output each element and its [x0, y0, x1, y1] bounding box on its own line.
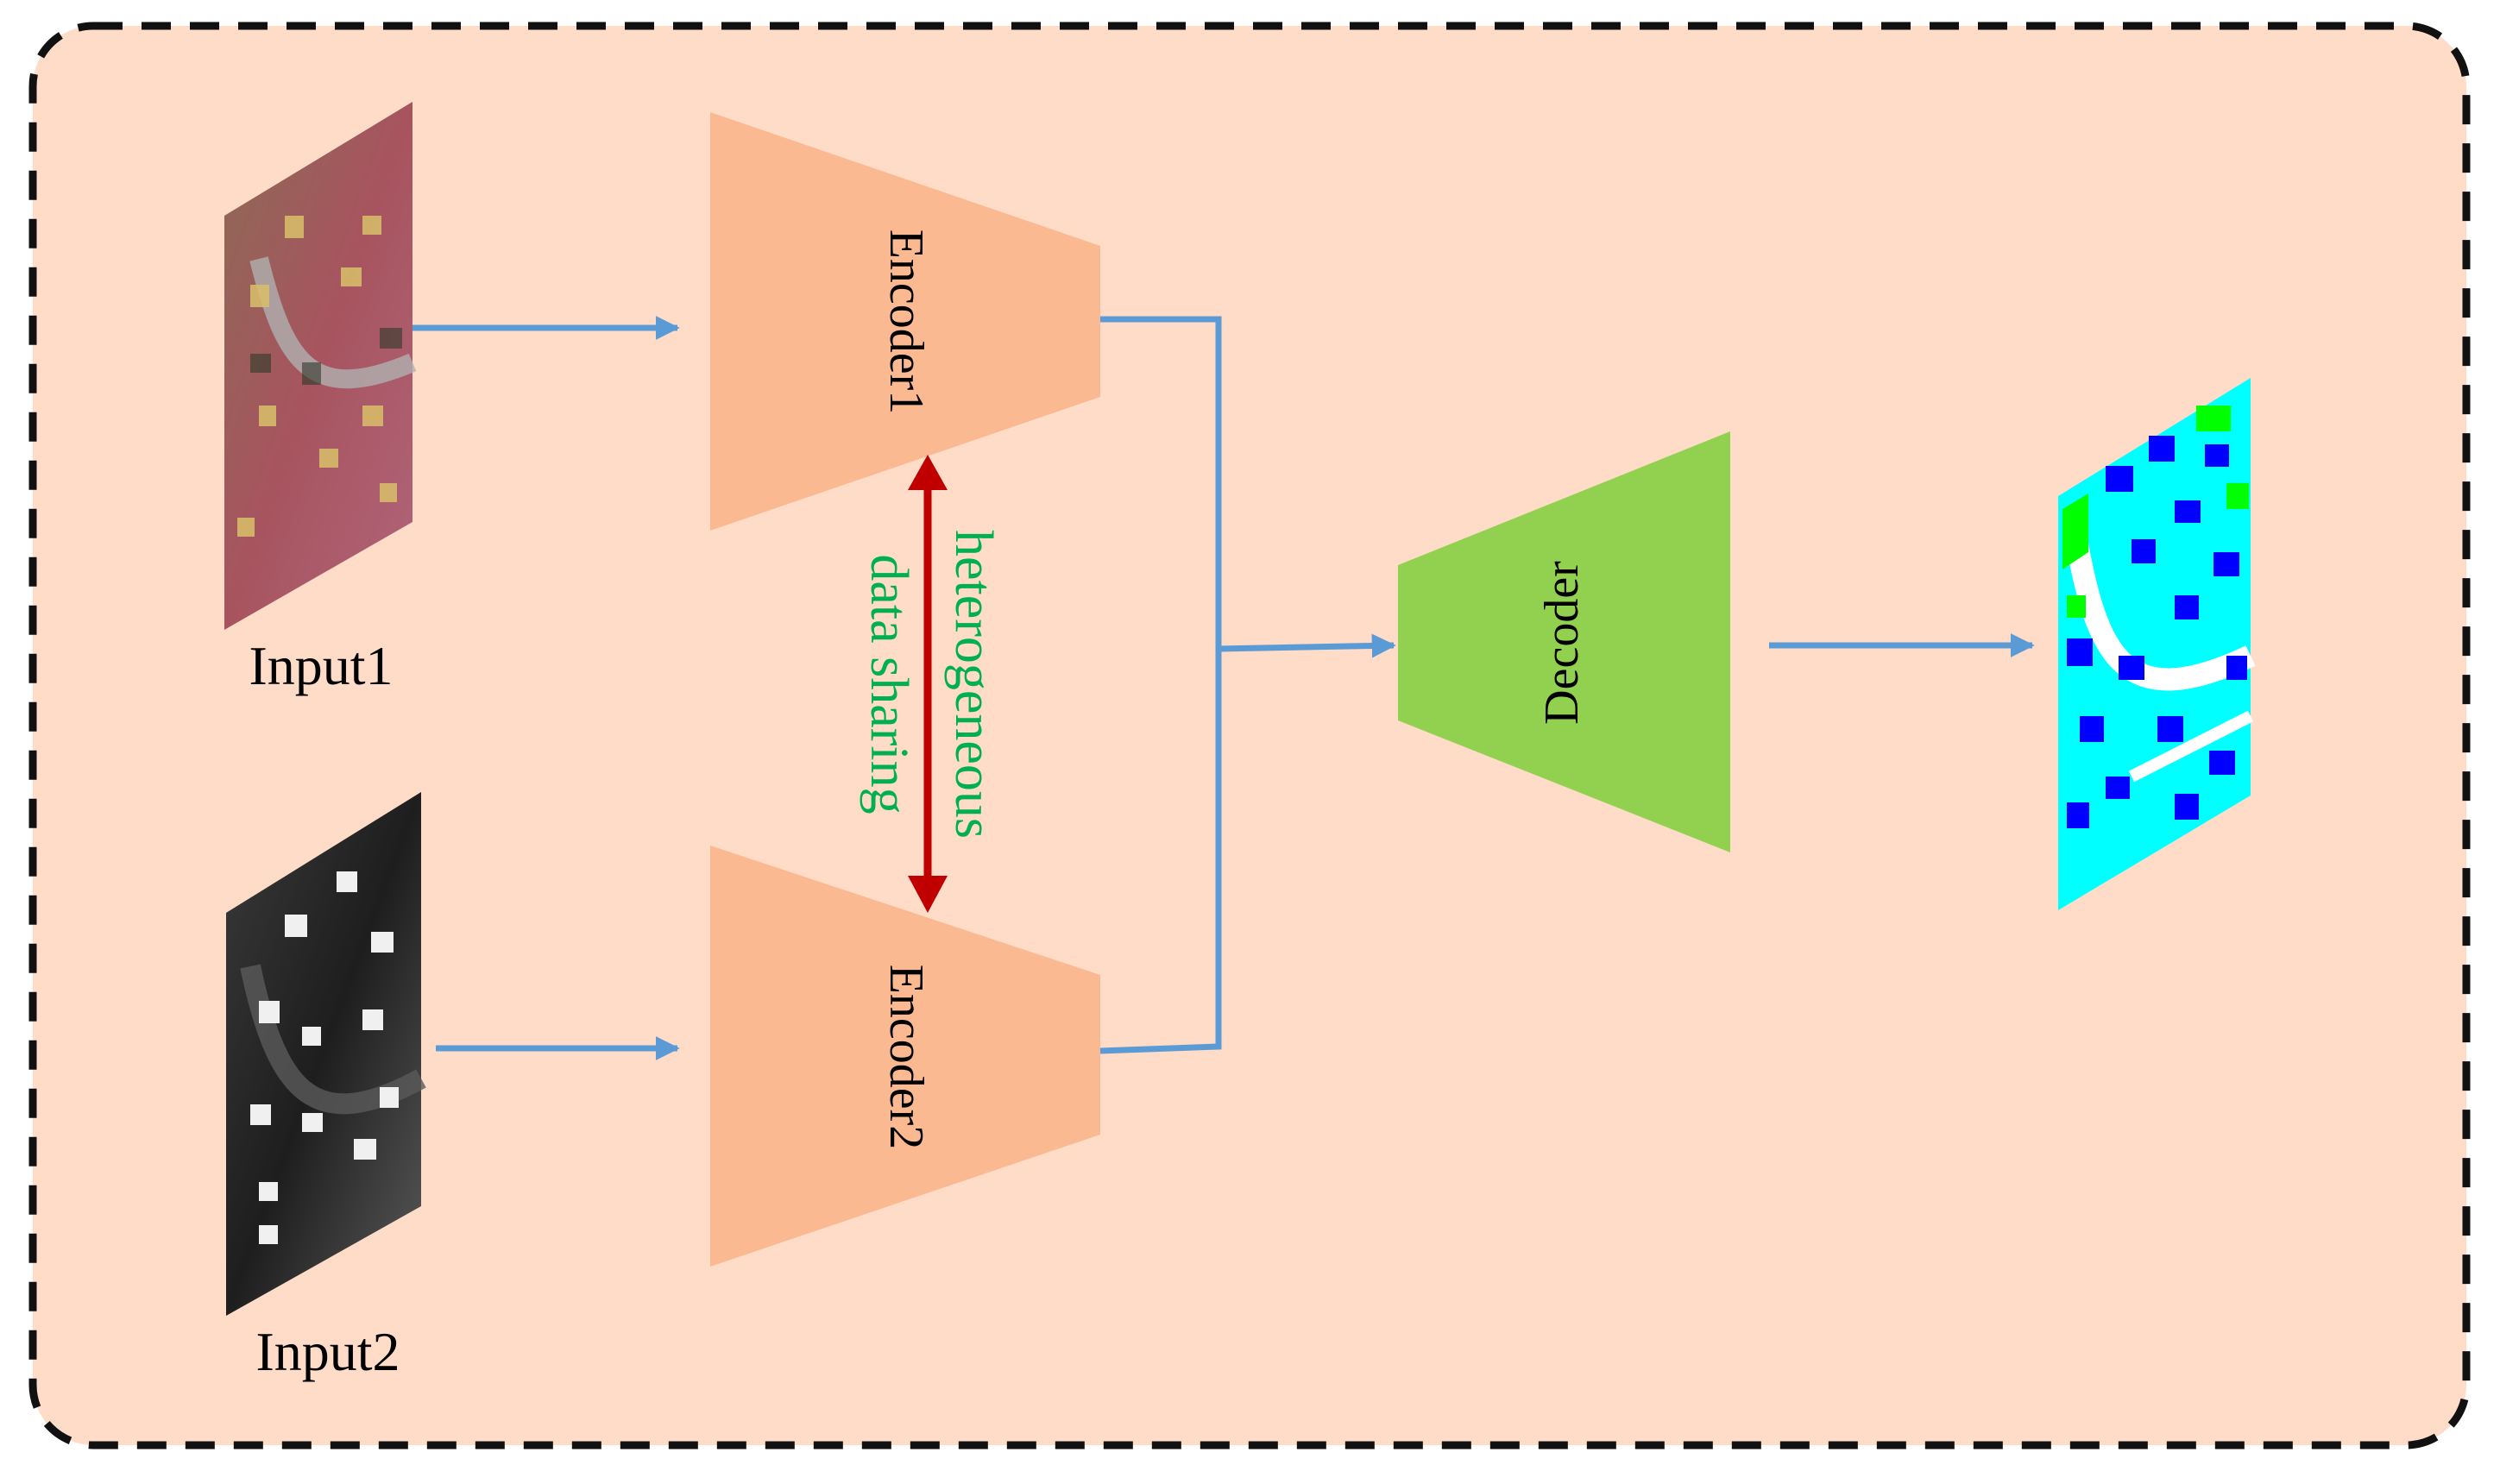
encoder2-label: Encoder2 — [879, 965, 933, 1150]
output-segmentation-image — [2058, 378, 2256, 910]
encoder2-to-merge-connector — [1099, 649, 1222, 1054]
encoder1-block — [710, 112, 1100, 531]
encoder1-to-merge-connector — [1100, 316, 1222, 649]
decoder-block — [1398, 431, 1730, 852]
diagram-panel — [28, 22, 2471, 1449]
merge-to-decoder-arrow — [1218, 633, 1396, 658]
encoder1-label: Encoder1 — [879, 230, 933, 415]
input2-label: Input2 — [255, 1321, 400, 1382]
input1-image — [224, 102, 417, 630]
sharing-label-line2: data sharing — [860, 554, 918, 814]
sharing-label-line1: heterogeneous — [944, 530, 1003, 839]
decoder-label: Decoder — [1535, 561, 1589, 725]
encoder2-block — [710, 846, 1100, 1267]
data-sharing-arrow — [908, 455, 948, 913]
input2-image — [226, 792, 426, 1316]
input1-label: Input1 — [249, 635, 393, 696]
